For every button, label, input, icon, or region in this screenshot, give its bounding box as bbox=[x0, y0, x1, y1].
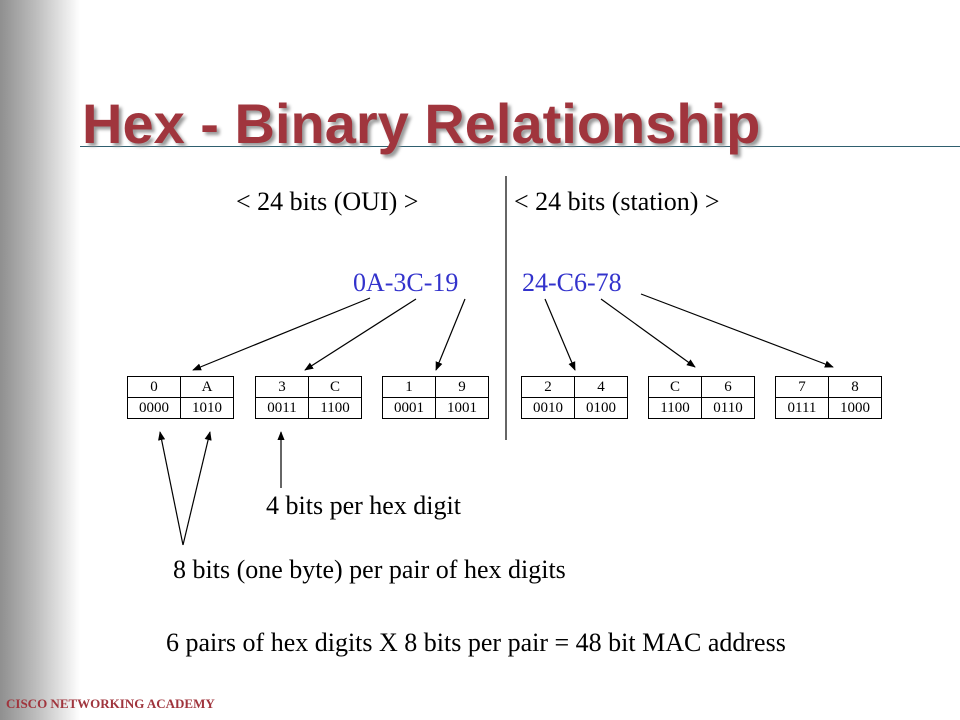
binary-cell: 1010 bbox=[180, 397, 234, 419]
arrow-2-to-byte4 bbox=[544, 298, 576, 371]
binary-cell: 0110 bbox=[701, 397, 755, 419]
binary-cell: 0011 bbox=[255, 397, 309, 419]
oui-hex-value: 0A-3C-19 bbox=[353, 268, 459, 297]
station-bits-label: < 24 bits (station) > bbox=[514, 187, 720, 216]
bits-per-digit-label: 4 bits per hex digit bbox=[266, 491, 461, 520]
binary-cell: 0111 bbox=[775, 397, 829, 419]
bits-per-pair-label: 8 bits (one byte) per pair of hex digits bbox=[173, 555, 566, 584]
arrow-pair-right bbox=[182, 431, 212, 546]
title-rule bbox=[80, 146, 960, 147]
binary-cell: 0010 bbox=[521, 397, 575, 419]
binary-cell: 1100 bbox=[648, 397, 702, 419]
arrow-0-to-byte1 bbox=[192, 297, 371, 371]
arrow-1-to-byte3 bbox=[435, 298, 466, 371]
oui-bits-label: < 24 bits (OUI) > bbox=[236, 187, 419, 216]
arrow-3-to-byte2 bbox=[304, 298, 417, 371]
binary-cell: 1000 bbox=[828, 397, 882, 419]
binary-cell: 1100 bbox=[308, 397, 362, 419]
station-hex-value: 24-C6-78 bbox=[522, 268, 622, 297]
left-gradient-band bbox=[0, 0, 80, 720]
binary-cell: 1001 bbox=[435, 397, 489, 419]
footer-logo-text: CISCO NETWORKING ACADEMY bbox=[6, 696, 215, 711]
arrow-7-to-byte6 bbox=[640, 293, 834, 368]
slide-title: Hex - Binary Relationship bbox=[82, 92, 761, 155]
arrow-pair-left bbox=[158, 431, 184, 546]
summary-label: 6 pairs of hex digits X 8 bits per pair … bbox=[166, 628, 786, 657]
arrow-c-to-byte5 bbox=[600, 298, 696, 368]
binary-cell: 0100 bbox=[574, 397, 628, 419]
binary-cell: 0000 bbox=[127, 397, 181, 419]
binary-cell: 0001 bbox=[382, 397, 436, 419]
